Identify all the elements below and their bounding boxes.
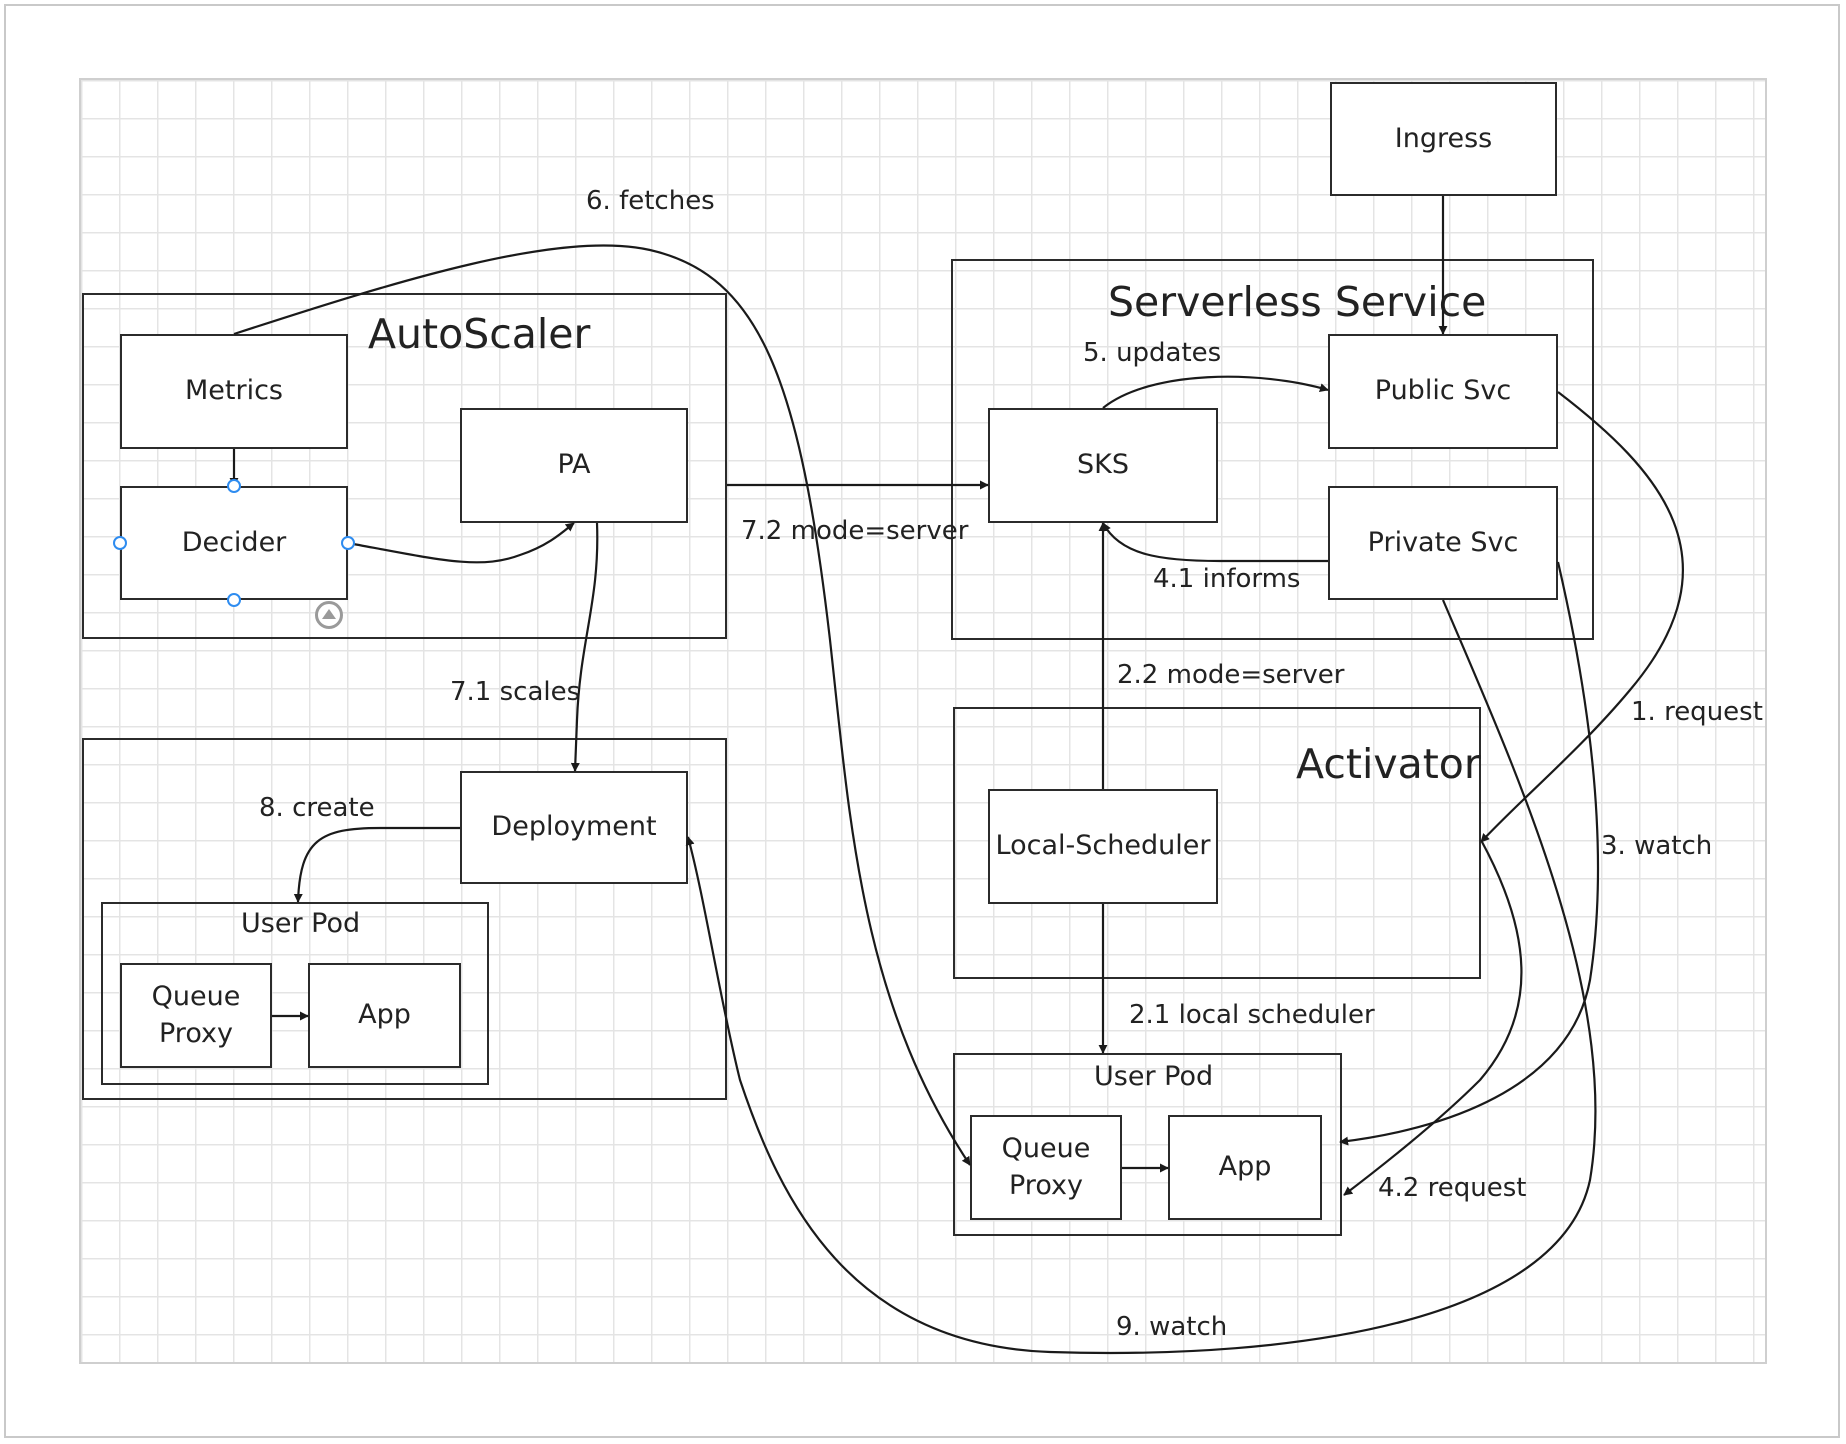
- app-left-node[interactable]: App: [308, 963, 461, 1068]
- serverless-service-title: Serverless Service: [1108, 278, 1487, 326]
- edge-public-svc-to-activator[interactable]: [1480, 391, 1684, 843]
- deployment-node[interactable]: Deployment: [460, 771, 688, 884]
- serverless-service-group[interactable]: [951, 259, 1594, 640]
- selection-handle-icon[interactable]: [227, 593, 241, 607]
- label-mode-server-72: 7.2 mode=server: [741, 516, 969, 546]
- autoscaler-title: AutoScaler: [368, 310, 591, 358]
- autoscaler-group[interactable]: [82, 293, 727, 639]
- selection-handle-icon[interactable]: [113, 536, 127, 550]
- label-watch-3: 3. watch: [1601, 831, 1713, 861]
- local-scheduler-node[interactable]: Local-Scheduler: [988, 789, 1218, 904]
- collapse-toggle-icon[interactable]: [315, 601, 343, 629]
- label-mode-server-22: 2.2 mode=server: [1117, 660, 1345, 690]
- private-svc-node[interactable]: Private Svc: [1328, 486, 1558, 600]
- public-svc-node[interactable]: Public Svc: [1328, 334, 1558, 449]
- label-fetches: 6. fetches: [586, 186, 715, 216]
- edge-pa-to-deployment[interactable]: [570, 522, 599, 772]
- label-local-scheduler: 2.1 local scheduler: [1129, 1000, 1375, 1030]
- user-pod-left-title: User Pod: [241, 908, 361, 939]
- selection-handle-icon[interactable]: [227, 479, 241, 493]
- activator-title: Activator: [1296, 740, 1481, 788]
- decider-node[interactable]: Decider: [120, 486, 348, 600]
- edge-activator-to-app-right[interactable]: [1343, 839, 1523, 1196]
- metrics-node[interactable]: Metrics: [120, 334, 348, 449]
- ingress-node[interactable]: Ingress: [1330, 82, 1557, 196]
- sks-node[interactable]: SKS: [988, 408, 1218, 523]
- deployment-group[interactable]: [82, 738, 727, 1100]
- label-scales: 7.1 scales: [450, 677, 581, 707]
- edge-deployment-to-user-pod-left[interactable]: [293, 826, 460, 903]
- edge-metrics-to-queue-proxy-right[interactable]: [233, 244, 971, 1166]
- label-request-42: 4.2 request: [1378, 1173, 1527, 1203]
- edge-private-svc-to-sks[interactable]: [1102, 522, 1328, 563]
- label-updates: 5. updates: [1083, 338, 1222, 368]
- selection-handle-icon[interactable]: [341, 536, 355, 550]
- label-create: 8. create: [259, 793, 375, 823]
- edge-private-svc-to-deployment[interactable]: [685, 599, 1597, 1355]
- edge-private-svc-to-app-right[interactable]: [1339, 561, 1600, 1146]
- activator-group[interactable]: [953, 707, 1481, 979]
- edge-sks-to-public-svc[interactable]: [1102, 375, 1329, 409]
- user-pod-left-group[interactable]: [101, 902, 489, 1085]
- edge-decider-to-pa[interactable]: [347, 522, 575, 564]
- user-pod-right-title: User Pod: [1094, 1061, 1214, 1092]
- app-right-node[interactable]: App: [1168, 1115, 1322, 1220]
- queue-proxy-left-node[interactable]: Queue Proxy: [120, 963, 272, 1068]
- queue-proxy-right-node[interactable]: Queue Proxy: [970, 1115, 1122, 1220]
- label-request-1: 1. request: [1631, 697, 1763, 727]
- label-informs: 4.1 informs: [1153, 564, 1301, 594]
- label-watch-9: 9. watch: [1116, 1312, 1228, 1342]
- pa-node[interactable]: PA: [460, 408, 688, 523]
